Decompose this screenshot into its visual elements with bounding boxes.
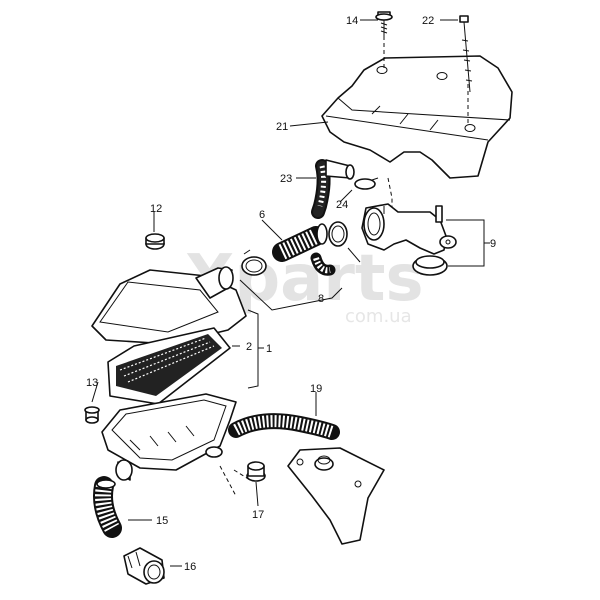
elbow-8 bbox=[310, 252, 336, 276]
grommet-17 bbox=[219, 461, 266, 497]
callout-17: 17 bbox=[252, 509, 264, 521]
sensor-16 bbox=[123, 547, 165, 585]
hose-6 bbox=[272, 223, 328, 262]
hose-19 bbox=[228, 413, 340, 440]
clamp-8a bbox=[241, 249, 267, 276]
grommet-13 bbox=[84, 406, 100, 424]
callout-1: 1 bbox=[266, 343, 272, 355]
engine-cover bbox=[321, 36, 513, 212]
callout-19: 19 bbox=[310, 383, 322, 395]
callout-23: 23 bbox=[280, 173, 292, 185]
intake-elbow-9 bbox=[361, 203, 457, 255]
callout-13: 13 bbox=[86, 377, 98, 389]
watermark-domain: com.ua bbox=[345, 306, 412, 327]
filter-lid bbox=[91, 266, 247, 345]
callout-6: 6 bbox=[259, 209, 265, 221]
clamp-24 bbox=[354, 177, 379, 190]
callout-2: 2 bbox=[246, 341, 252, 353]
callout-14: 14 bbox=[346, 15, 358, 27]
bolt-14 bbox=[375, 11, 393, 36]
grommet-12 bbox=[145, 233, 165, 250]
callout-15: 15 bbox=[156, 515, 168, 527]
callout-24: 24 bbox=[336, 199, 348, 211]
callout-16: 16 bbox=[184, 561, 196, 573]
filter-element-2 bbox=[107, 327, 231, 405]
callout-21: 21 bbox=[276, 121, 288, 133]
stud-22 bbox=[459, 15, 473, 93]
callout-12: 12 bbox=[150, 203, 162, 215]
bracket-panel bbox=[287, 447, 385, 545]
callout-9: 9 bbox=[490, 238, 496, 250]
hose-23 bbox=[311, 159, 355, 219]
bracket-8 bbox=[239, 279, 343, 311]
seal-ring-9 bbox=[412, 255, 448, 276]
hose-15 bbox=[93, 476, 122, 538]
leader-lines bbox=[91, 19, 458, 567]
filter-housing-lower bbox=[101, 393, 237, 481]
callout-8: 8 bbox=[318, 293, 324, 305]
clamp-8b bbox=[328, 221, 348, 247]
callout-22: 22 bbox=[422, 15, 434, 27]
bracket-1 bbox=[247, 309, 259, 389]
